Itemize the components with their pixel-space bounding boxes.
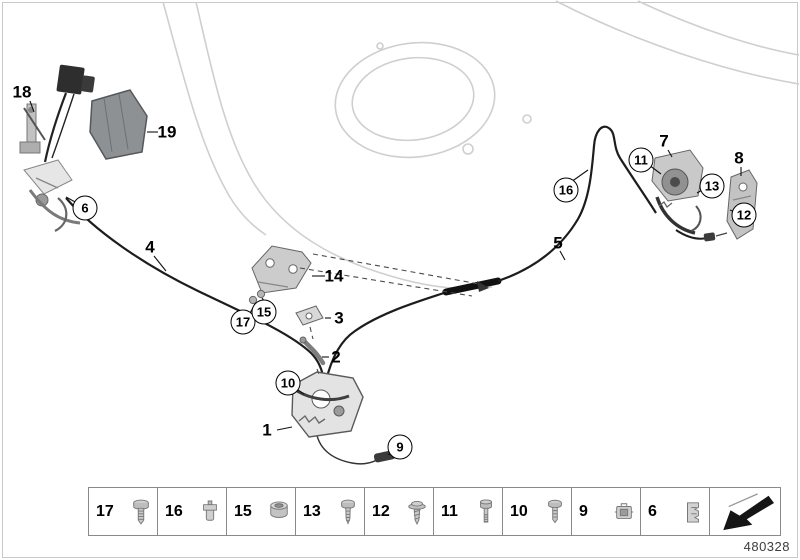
- cable-5-lower: [324, 290, 448, 382]
- fastener-number: 15: [234, 502, 252, 520]
- fastener-number: 13: [303, 502, 321, 520]
- part-3-plate: [295, 305, 324, 326]
- screw-torx-icon: [544, 498, 566, 526]
- fastener-cell-17[interactable]: 17: [88, 487, 158, 536]
- callout-7[interactable]: 7: [659, 131, 669, 151]
- callout-3[interactable]: 3: [334, 308, 344, 328]
- callout-13[interactable]: 13: [699, 173, 725, 199]
- callout-6[interactable]: 6: [72, 195, 98, 221]
- guide-arrowhead: [477, 281, 489, 292]
- fastener-number: 12: [372, 502, 390, 520]
- callout-5[interactable]: 5: [553, 233, 563, 253]
- callout-14[interactable]: 14: [324, 266, 344, 286]
- fastener-cell-6[interactable]: 6: [640, 487, 710, 536]
- screw-hex-icon: [130, 498, 152, 526]
- fastener-number: 11: [441, 502, 458, 520]
- square-clip-icon: [613, 498, 635, 526]
- callout-10[interactable]: 10: [275, 370, 301, 396]
- clip-icon: [199, 498, 221, 526]
- callout-12[interactable]: 12: [731, 202, 757, 228]
- wiring-connector: [43, 64, 95, 163]
- fastener-number: 17: [96, 502, 114, 520]
- fastener-table: 17 16 15 13 12 11 10 9 6: [88, 487, 781, 536]
- part-2-lever: [299, 336, 326, 366]
- fastener-number: 9: [579, 502, 588, 520]
- spring-clip-icon: [682, 498, 704, 526]
- callout-15[interactable]: 15: [251, 299, 277, 325]
- fastener-cell-9[interactable]: 9: [571, 487, 641, 536]
- inner-cable-to-9: [315, 429, 378, 465]
- fastener-cell-10[interactable]: 10: [502, 487, 572, 536]
- part-1-lock: [291, 371, 364, 438]
- dashed-guides: [299, 253, 480, 378]
- callout-19[interactable]: 19: [157, 122, 177, 142]
- fastener-cell-13[interactable]: 13: [295, 487, 365, 536]
- bolt-cyl-icon: [475, 498, 497, 526]
- part-14-bracket: [251, 245, 312, 294]
- fastener-cell-16[interactable]: 16: [157, 487, 227, 536]
- callout-4[interactable]: 4: [145, 237, 155, 257]
- fastener-cell-12[interactable]: 12: [364, 487, 434, 536]
- fastener-number: 6: [648, 502, 657, 520]
- callout-11[interactable]: 11: [628, 147, 654, 173]
- callout-1[interactable]: 1: [262, 420, 272, 440]
- fastener-cell-11[interactable]: 11: [433, 487, 503, 536]
- left-latch-assembly: [23, 159, 81, 232]
- part-19-cover: [89, 89, 148, 160]
- callout-9[interactable]: 9: [387, 434, 413, 460]
- headlight-outline: [334, 41, 532, 159]
- diagram-number: 480328: [743, 539, 790, 554]
- screw-coarse-icon: [406, 498, 428, 526]
- callout-2[interactable]: 2: [331, 347, 341, 367]
- part-7-latch: [651, 149, 704, 235]
- fastener-number: 10: [510, 502, 528, 520]
- cable-5-upper: [497, 125, 657, 283]
- screw-pan-icon: [337, 498, 359, 526]
- callout-8[interactable]: 8: [734, 148, 744, 168]
- callout-17[interactable]: 17: [230, 309, 256, 335]
- cable-5-sleeve: [442, 277, 502, 296]
- fastener-number: 16: [165, 502, 183, 520]
- diagonal-arrow-icon: [716, 492, 774, 532]
- callout-18[interactable]: 18: [12, 82, 32, 102]
- fastener-cell-15[interactable]: 15: [226, 487, 296, 536]
- grommet-icon: [268, 498, 290, 526]
- callout-16[interactable]: 16: [553, 177, 579, 203]
- next-diagram-cell[interactable]: [709, 487, 781, 536]
- car-body-outline: [162, 0, 800, 290]
